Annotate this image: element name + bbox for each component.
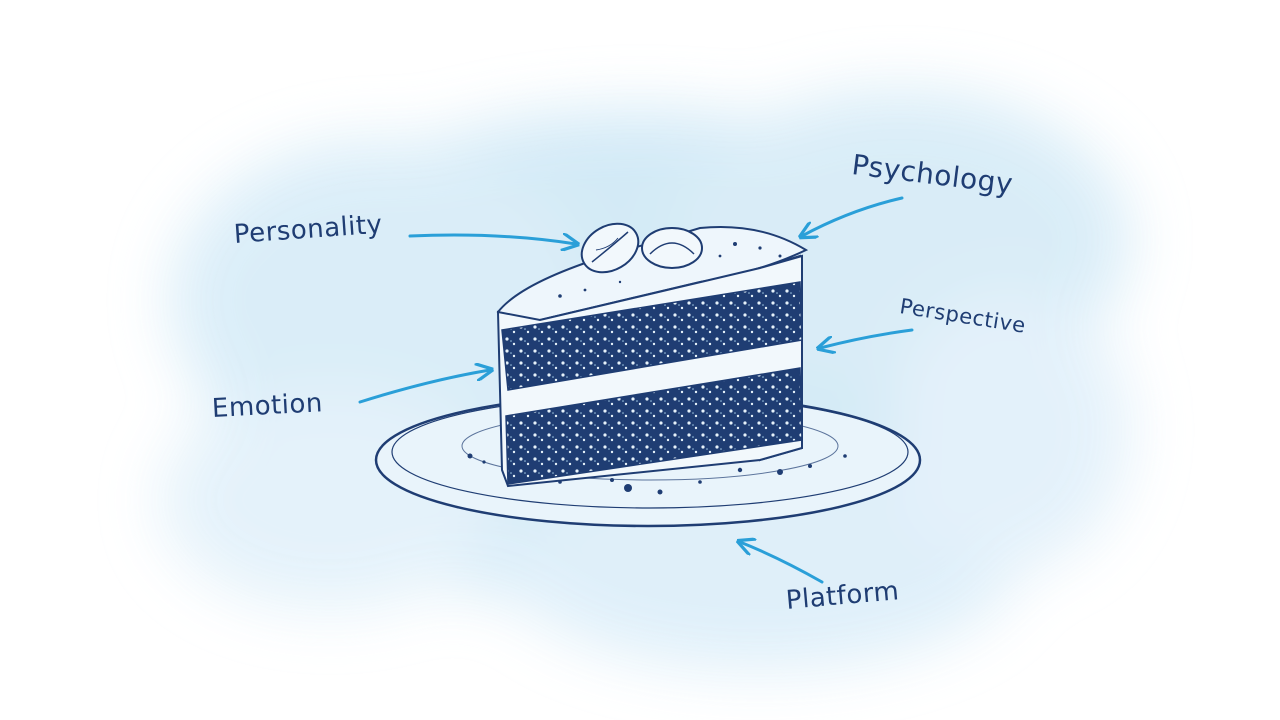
- label-emotion: Emotion: [211, 388, 323, 424]
